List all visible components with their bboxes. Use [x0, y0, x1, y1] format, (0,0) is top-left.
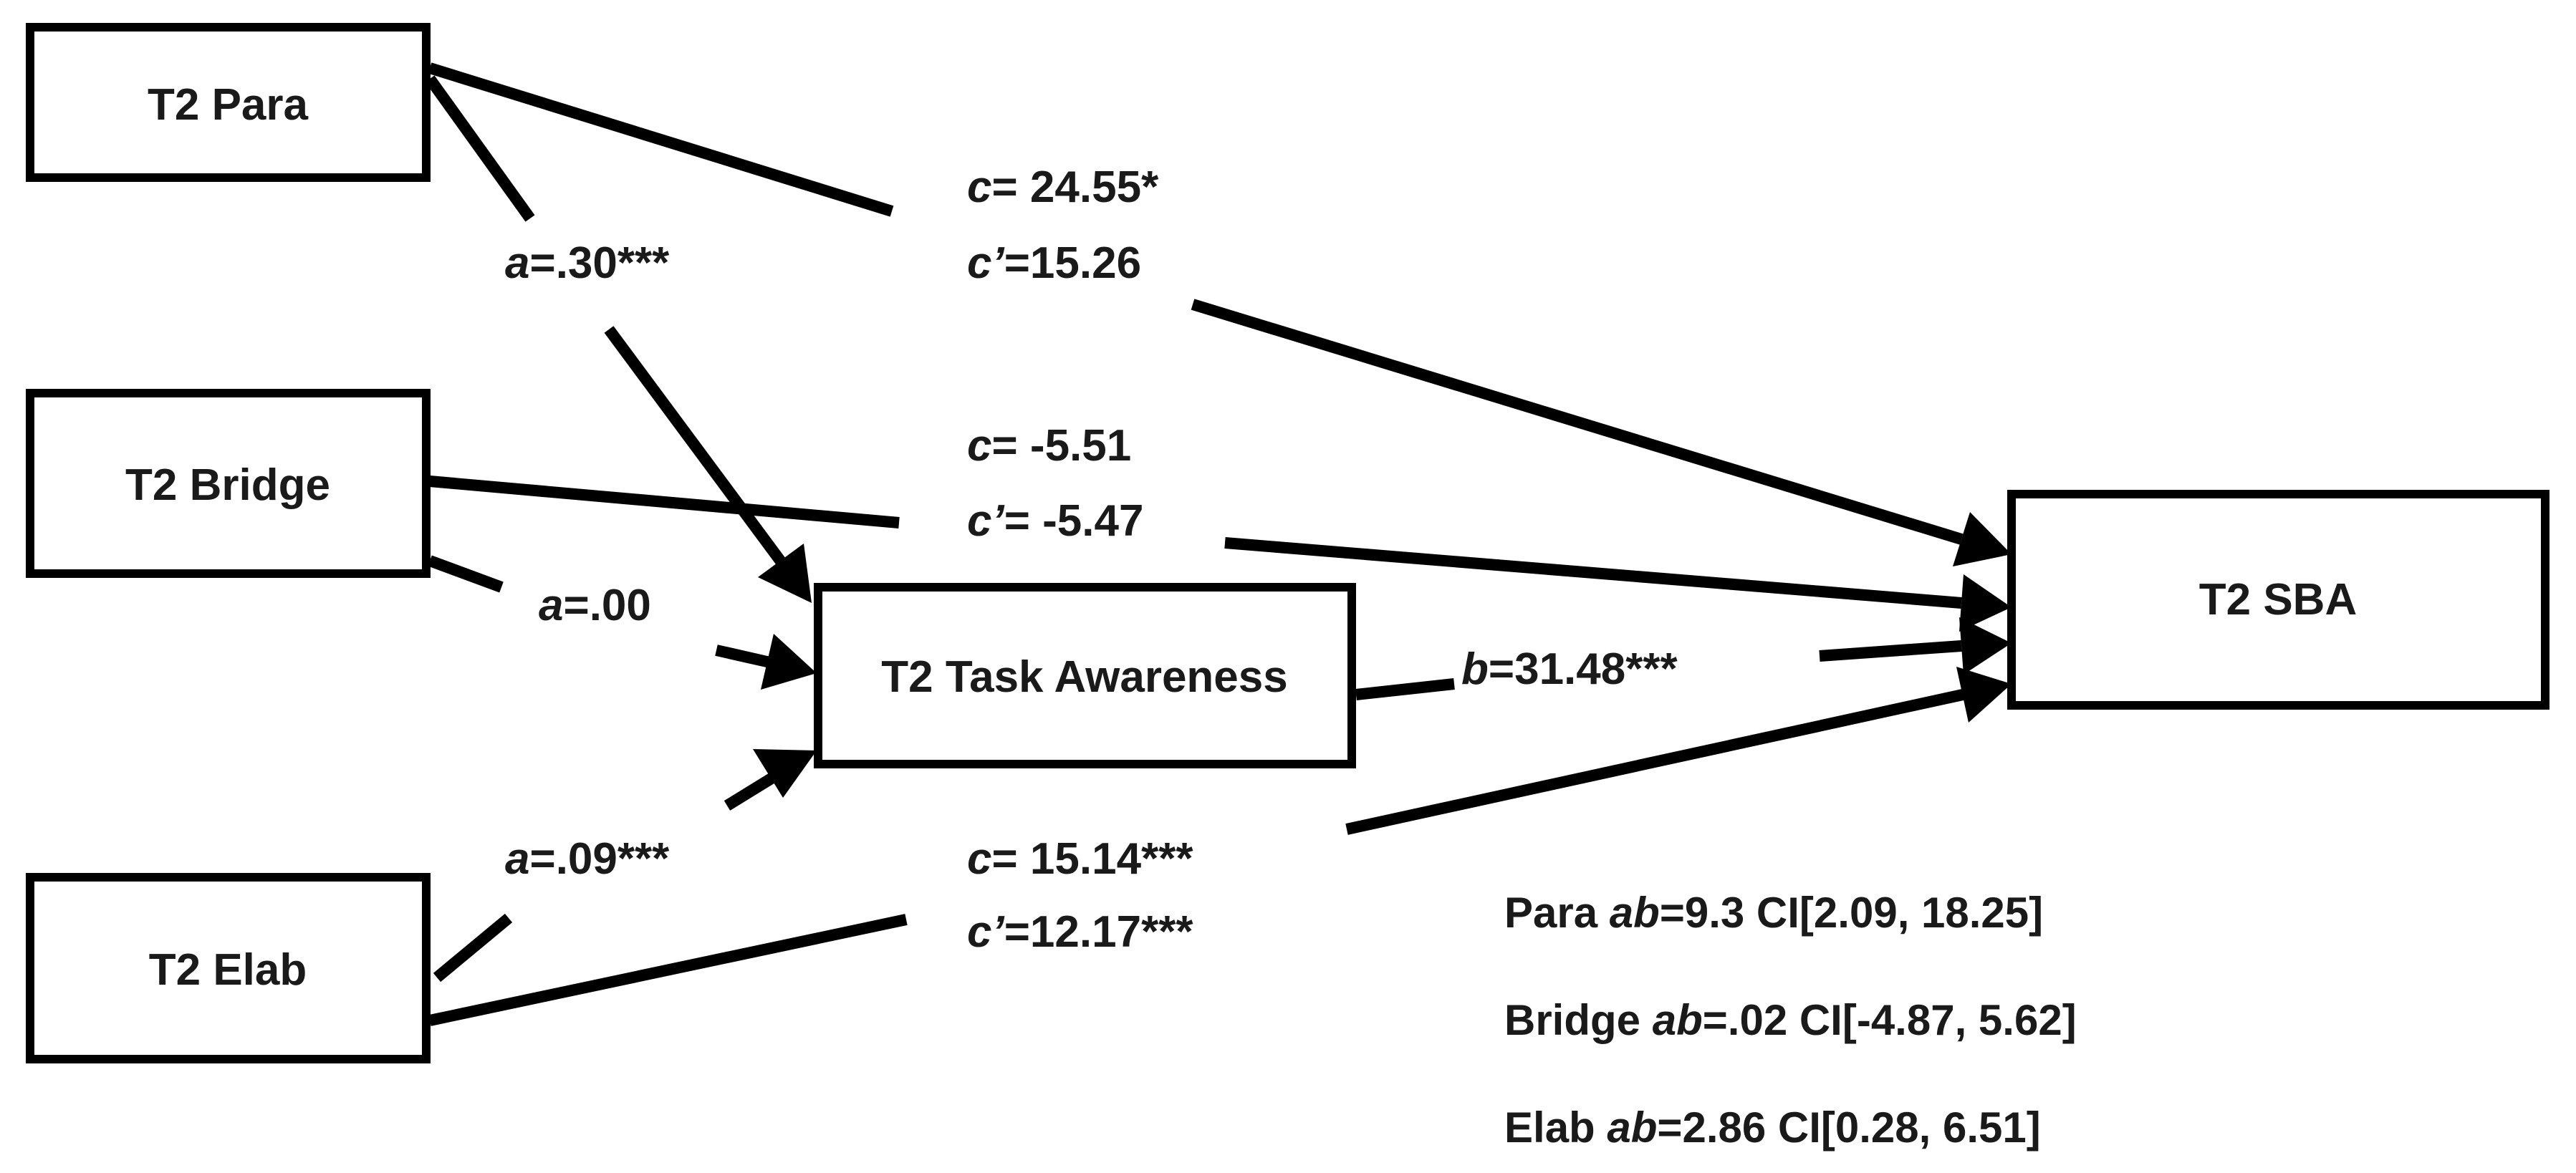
node-t2-para: [26, 23, 431, 182]
edge-bridge-task-seg2: [715, 645, 772, 668]
arrowhead-task-sba: [1959, 617, 2012, 675]
label-cprime-elab: c’=12.17***: [967, 907, 1193, 957]
arrowhead-para-sba: [1953, 512, 2012, 566]
label-b: b=31.48***: [1461, 645, 1678, 694]
edge-bridge-sba-seg1: [429, 476, 900, 528]
arrowhead-elab-task: [753, 749, 817, 798]
edge-para-sba-seg2: [1191, 299, 1964, 545]
label-a-elab: a=.09***: [505, 834, 670, 884]
edge-elab-sba-seg2: [1345, 689, 1964, 835]
edge-elab-task-seg1: [433, 913, 513, 983]
label-a-bridge: a=.00: [539, 581, 651, 630]
edge-bridge-sba-seg2: [1224, 537, 1962, 609]
node-label-para: T2 Para: [148, 80, 309, 130]
label-a-para: a=.30***: [505, 238, 670, 288]
indirect-effect-bridge: Bridge ab=.02 CI[-4.87, 5.62]: [1504, 996, 2077, 1044]
arrowhead-para-task: [758, 544, 812, 603]
node-label-elab: T2 Elab: [149, 945, 307, 995]
arrowhead-elab-sba: [1956, 667, 2012, 723]
indirect-effect-para: Para ab=9.3 CI[2.09, 18.25]: [1504, 889, 2043, 937]
label-c-para: c= 24.55*: [967, 163, 1159, 212]
edge-para-task-seg2: [604, 326, 786, 565]
node-t2-sba: [2007, 490, 2549, 710]
edge-task-sba-seg1: [1355, 678, 1455, 700]
edge-task-sba-seg2: [1819, 640, 1962, 662]
indirect-effect-elab: Elab ab=2.86 CI[0.28, 6.51]: [1504, 1104, 2041, 1152]
node-t2-elab: [26, 873, 431, 1063]
node-t2-bridge: [26, 389, 431, 578]
edge-para-task-seg1: [425, 75, 535, 222]
label-c-bridge: c= -5.51: [967, 421, 1131, 470]
node-label-task-awareness: T2 Task Awareness: [881, 652, 1288, 702]
node-label-sba: T2 SBA: [2199, 575, 2357, 624]
arrowhead-bridge-task: [761, 634, 817, 690]
label-c-elab: c= 15.14***: [967, 834, 1193, 884]
node-label-bridge: T2 Bridge: [125, 460, 330, 510]
label-cprime-para: c’=15.26: [967, 238, 1141, 288]
edge-para-sba-seg1: [428, 62, 894, 217]
edge-bridge-task-seg1: [428, 555, 504, 593]
node-t2-task-awareness: [814, 583, 1356, 768]
edge-elab-task-seg2: [724, 772, 777, 811]
label-cprime-bridge: c’= -5.47: [967, 496, 1143, 546]
arrowhead-bridge-sba: [1959, 574, 2012, 632]
edge-elab-sba-seg1: [428, 914, 908, 1026]
